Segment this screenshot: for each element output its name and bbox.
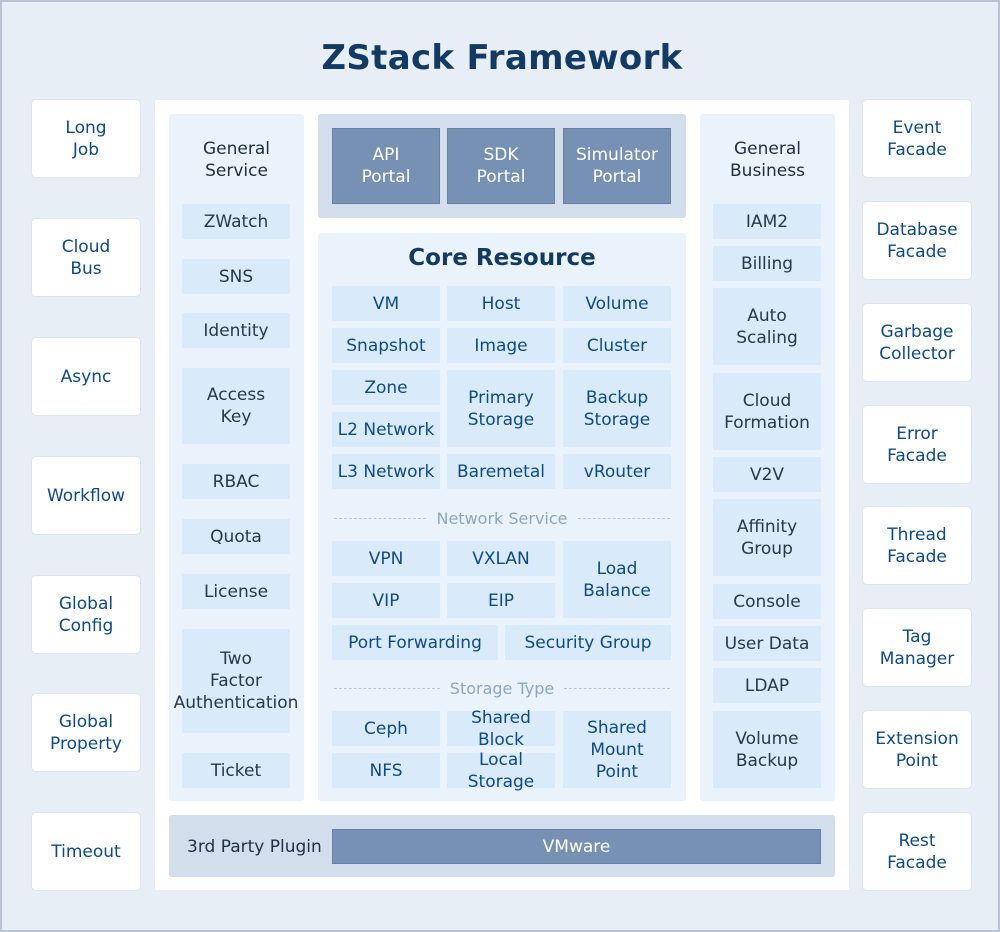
left-item-long-job: Long Job — [32, 100, 140, 177]
general-service-header: General Service — [203, 139, 270, 181]
left-item-cloud-bus: Cloud Bus — [32, 219, 140, 296]
storage-ceph: Ceph — [332, 711, 440, 746]
network-service-text: Network Service — [436, 508, 568, 528]
resource-zone: Zone — [332, 370, 440, 405]
divider-right — [564, 687, 670, 689]
right-item-tag-manager: Tag Manager — [863, 609, 971, 686]
resource-cluster: Cluster — [563, 328, 671, 363]
general-business-header: General Business — [730, 139, 805, 181]
api-portal: API Portal — [332, 128, 440, 204]
service-two-factor-auth: Two Factor Authentication — [174, 629, 298, 733]
left-item-workflow: Workflow — [32, 457, 140, 534]
business-affinity-group: Affinity Group — [713, 499, 821, 576]
divider-right — [577, 517, 670, 519]
business-volume-backup: Volume Backup — [713, 711, 821, 788]
network-service-label: Network Service — [334, 506, 670, 530]
left-item-timeout: Timeout — [32, 813, 140, 890]
business-console: Console — [713, 584, 821, 619]
business-auto-scaling: Auto Scaling — [713, 288, 821, 365]
business-cloud-formation: Cloud Formation — [713, 373, 821, 450]
storage-type-label: Storage Type — [334, 676, 670, 700]
network-eip: EIP — [447, 583, 555, 618]
service-identity: Identity — [182, 313, 290, 348]
divider-left — [334, 517, 427, 519]
storage-nfs: NFS — [332, 753, 440, 788]
right-item-garbage-collector: Garbage Collector — [863, 304, 971, 381]
network-security-group: Security Group — [505, 625, 671, 660]
right-item-extension-point: Extension Point — [863, 711, 971, 788]
resource-l2-network: L2 Network — [332, 412, 440, 447]
business-ldap: LDAP — [713, 668, 821, 703]
storage-type-text: Storage Type — [449, 678, 555, 698]
left-item-global-config: Global Config — [32, 576, 140, 653]
divider-left — [334, 687, 440, 689]
plugin-label: 3rd Party Plugin — [187, 836, 322, 857]
left-item-global-property: Global Property — [32, 694, 140, 771]
service-sns: SNS — [182, 259, 290, 294]
resource-host: Host — [447, 286, 555, 321]
sdk-portal: SDK Portal — [447, 128, 555, 204]
resource-vm: VM — [332, 286, 440, 321]
resource-image: Image — [447, 328, 555, 363]
core-resource-panel — [318, 233, 686, 801]
network-vxlan: VXLAN — [447, 541, 555, 576]
service-zwatch: ZWatch — [182, 204, 290, 239]
left-item-async: Async — [32, 338, 140, 415]
business-user-data: User Data — [713, 626, 821, 661]
simulator-portal: Simulator Portal — [563, 128, 671, 204]
right-item-event-facade: Event Facade — [863, 100, 971, 177]
storage-shared-mount-point: Shared Mount Point — [563, 711, 671, 788]
core-resource-title: Core Resource — [408, 245, 596, 271]
service-quota: Quota — [182, 519, 290, 554]
resource-volume: Volume — [563, 286, 671, 321]
resource-baremetal: Baremetal — [447, 454, 555, 489]
right-item-database-facade: Database Facade — [863, 202, 971, 279]
network-port-forwarding: Port Forwarding — [332, 625, 498, 660]
network-vip: VIP — [332, 583, 440, 618]
resource-vrouter: vRouter — [563, 454, 671, 489]
service-license: License — [182, 574, 290, 609]
vmware-bar: VMware — [332, 829, 821, 864]
service-rbac: RBAC — [182, 464, 290, 499]
storage-shared-block: Shared Block — [447, 708, 555, 750]
service-access-key: Access Key — [182, 368, 290, 444]
right-item-error-facade: Error Facade — [863, 406, 971, 483]
business-iam2: IAM2 — [713, 204, 821, 239]
network-load-balance: Load Balance — [563, 541, 671, 618]
business-billing: Billing — [713, 246, 821, 281]
resource-primary-storage: Primary Storage — [447, 370, 555, 447]
diagram-title: ZStack Framework — [321, 38, 683, 78]
network-vpn: VPN — [332, 541, 440, 576]
resource-snapshot: Snapshot — [332, 328, 440, 363]
service-ticket: Ticket — [182, 753, 290, 788]
right-item-rest-facade: Rest Facade — [863, 813, 971, 890]
resource-backup-storage: Backup Storage — [563, 370, 671, 447]
storage-local-storage: Local Storage — [447, 750, 555, 792]
resource-l3-network: L3 Network — [332, 454, 440, 489]
business-v2v: V2V — [713, 457, 821, 492]
right-item-thread-facade: Thread Facade — [863, 507, 971, 584]
